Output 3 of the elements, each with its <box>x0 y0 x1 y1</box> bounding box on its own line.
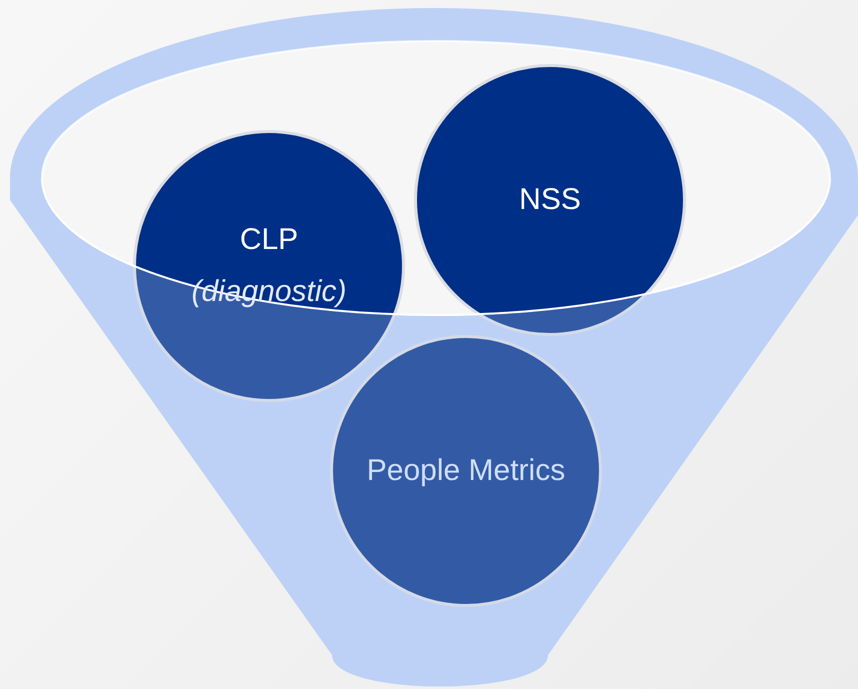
circle-title: CLP <box>240 222 298 258</box>
circle-title: NSS <box>519 182 581 218</box>
circle-title: People Metrics <box>366 453 566 489</box>
